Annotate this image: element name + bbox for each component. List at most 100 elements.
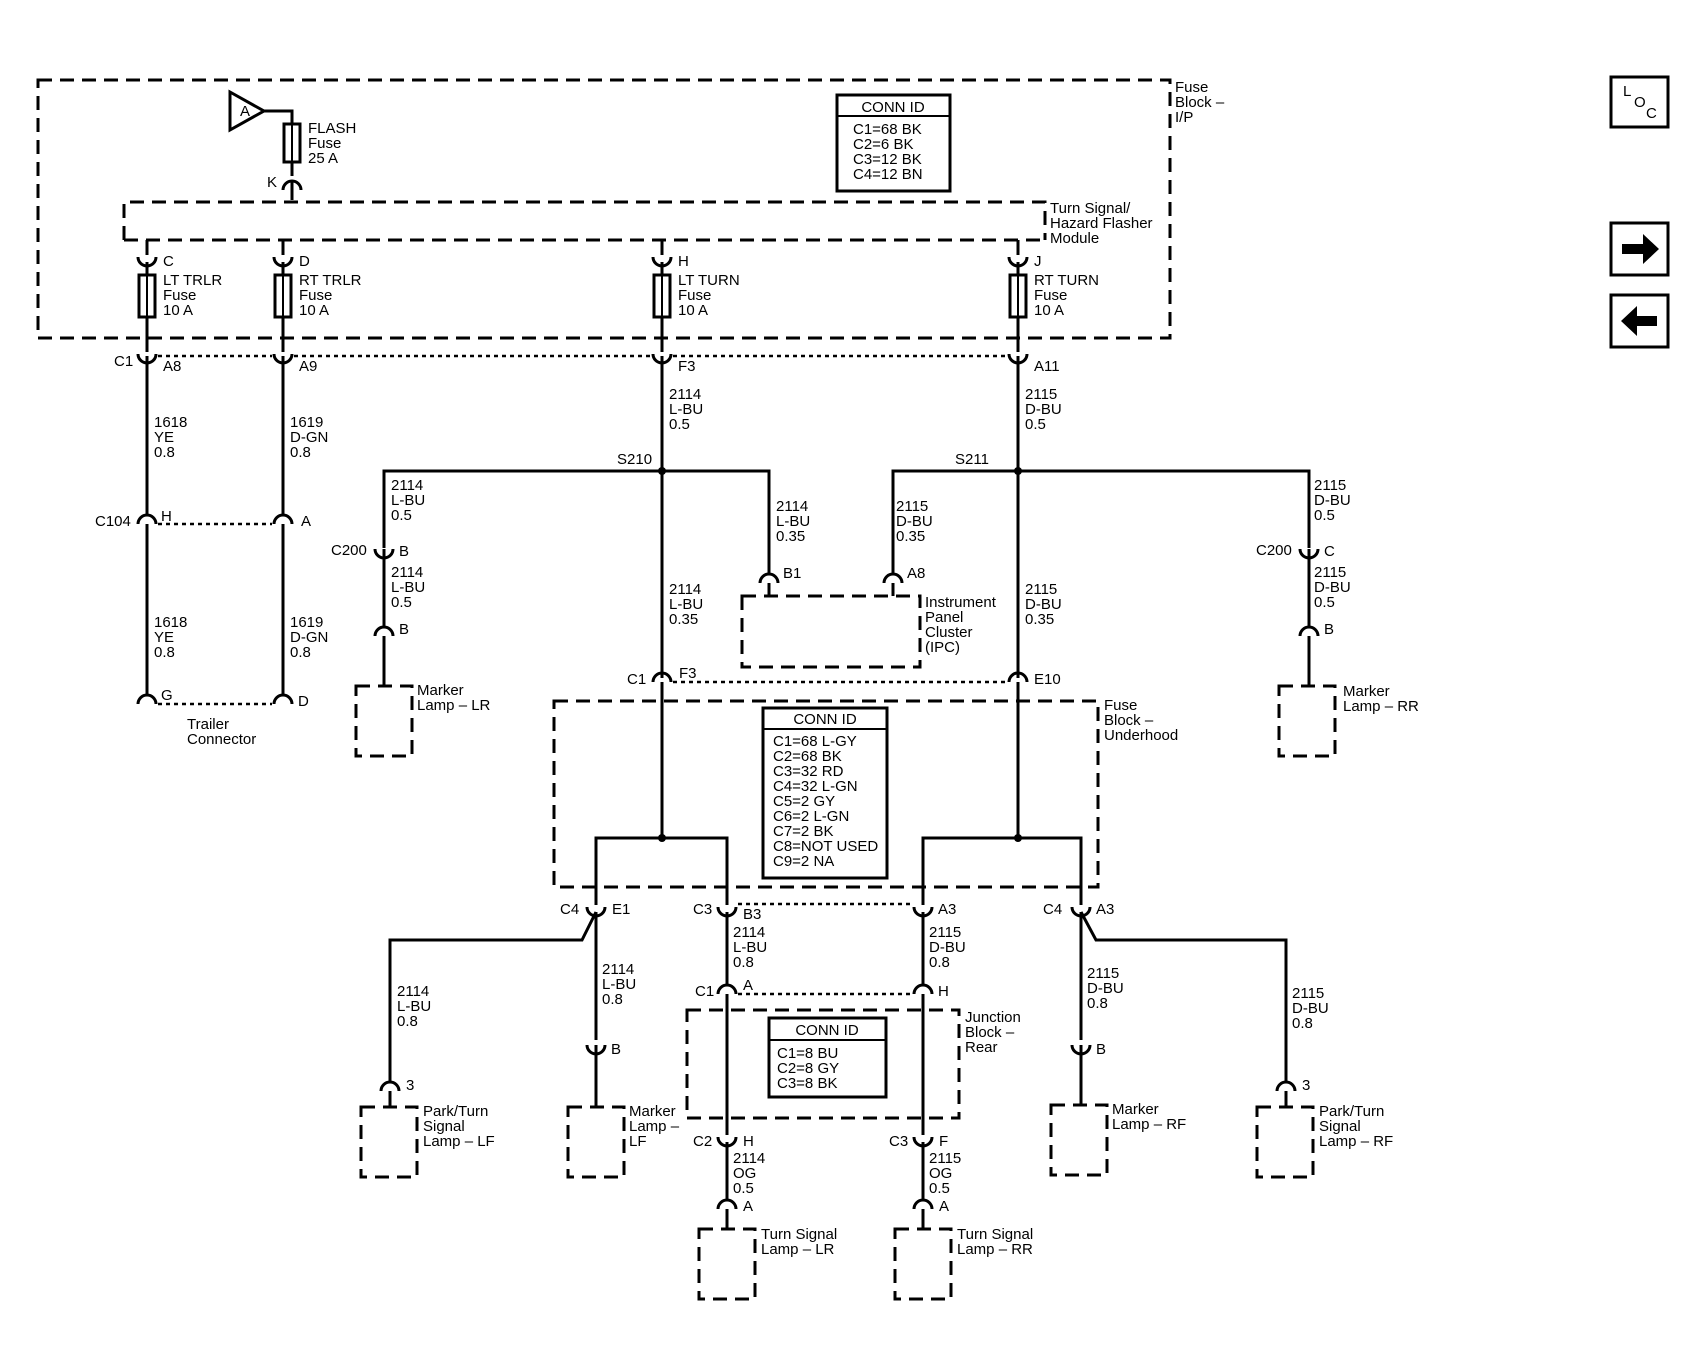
svg-text:0.8: 0.8 (154, 644, 175, 661)
svg-text:D-BU: D-BU (1025, 401, 1062, 418)
svg-text:2115: 2115 (1314, 477, 1346, 494)
svg-text:Signal: Signal (1319, 1118, 1361, 1135)
svg-text:C6=2 L-GN: C6=2 L-GN (773, 808, 849, 825)
svg-text:A9: A9 (299, 358, 317, 375)
svg-text:0.5: 0.5 (1314, 507, 1335, 524)
fuse-rt-trlr: D RT TRLR Fuse 10 A (272, 240, 362, 319)
svg-text:Marker: Marker (1112, 1101, 1159, 1118)
svg-text:C4=12 BN: C4=12 BN (853, 166, 923, 183)
svg-text:CONN ID: CONN ID (793, 711, 857, 728)
svg-text:Turn Signal: Turn Signal (761, 1226, 837, 1243)
svg-text:(IPC): (IPC) (925, 639, 960, 656)
svg-text:2114: 2114 (669, 581, 701, 598)
rear-turn-lamps: 2114 OG 0.5 2115 OG 0.5 A A Turn Signal … (697, 1142, 1033, 1301)
svg-text:2115: 2115 (896, 498, 928, 515)
svg-text:A: A (939, 1198, 949, 1215)
svg-text:YE: YE (154, 629, 174, 646)
svg-text:10 A: 10 A (299, 302, 329, 319)
svg-text:FLASH: FLASH (308, 120, 356, 137)
fuse-lt-turn: H LT TURN Fuse 10 A (651, 240, 740, 319)
svg-text:0.8: 0.8 (154, 444, 175, 461)
circuit-2115-upper: 2115 D-BU 0.5 S211 2115 D-BU 0.35 2115 D… (891, 356, 1351, 678)
svg-text:1619: 1619 (290, 414, 323, 431)
svg-text:C: C (1646, 105, 1657, 122)
svg-text:Fuse: Fuse (1104, 697, 1137, 714)
svg-text:L-BU: L-BU (602, 976, 636, 993)
svg-text:B: B (399, 621, 409, 638)
svg-text:L-BU: L-BU (776, 513, 810, 530)
svg-text:O: O (1634, 94, 1646, 111)
svg-text:C4: C4 (1043, 901, 1062, 918)
conn-id-table-ip: CONN ID C1=68 BK C2=6 BK C3=12 BK C4=12 … (835, 93, 952, 193)
svg-text:3: 3 (1302, 1077, 1310, 1094)
svg-text:J: J (1034, 253, 1042, 270)
svg-text:A8: A8 (907, 565, 925, 582)
svg-text:C2=68 BK: C2=68 BK (773, 748, 842, 765)
loc-button[interactable]: L O C (1609, 75, 1670, 129)
svg-text:LT TRLR: LT TRLR (163, 272, 222, 289)
svg-text:D: D (298, 693, 309, 710)
svg-text:C3=32 RD: C3=32 RD (773, 763, 844, 780)
svg-text:CONN ID: CONN ID (795, 1022, 859, 1039)
next-page-button[interactable] (1609, 221, 1670, 277)
svg-text:2115: 2115 (1292, 985, 1324, 1002)
svg-text:D-GN: D-GN (290, 629, 328, 646)
svg-text:Lamp – RR: Lamp – RR (1343, 698, 1419, 715)
svg-text:1619: 1619 (290, 614, 323, 631)
svg-text:Rear: Rear (965, 1039, 998, 1056)
connector-c1-ip: C1 A8 A9 F3 A11 (114, 317, 1060, 375)
svg-text:C8=NOT USED: C8=NOT USED (773, 838, 878, 855)
svg-text:Fuse: Fuse (308, 135, 341, 152)
svg-text:0.8: 0.8 (733, 954, 754, 971)
svg-text:D-BU: D-BU (929, 939, 966, 956)
svg-text:B1: B1 (783, 565, 801, 582)
svg-text:Marker: Marker (417, 682, 464, 699)
svg-text:0.5: 0.5 (929, 1180, 950, 1197)
trailer-circuits: 1618 YE 0.8 1619 D-GN 0.8 C104 H A 1618 … (95, 356, 328, 748)
marker-lamp-lf (566, 1105, 626, 1179)
underhood-output-connectors: C4 E1 C3 B3 A3 C4 A3 (560, 887, 1114, 923)
svg-text:0.35: 0.35 (896, 528, 925, 545)
svg-text:Park/Turn: Park/Turn (1319, 1103, 1384, 1120)
svg-text:C200: C200 (331, 542, 367, 559)
svg-text:D-BU: D-BU (1025, 596, 1062, 613)
left-arrow-icon (1621, 306, 1657, 336)
svg-text:A: A (743, 977, 753, 994)
svg-text:F3: F3 (678, 358, 696, 375)
fuse-rt-turn: J RT TURN Fuse 10 A (1007, 240, 1099, 319)
svg-text:F3: F3 (679, 665, 697, 682)
svg-text:Trailer: Trailer (187, 716, 229, 733)
svg-text:0.8: 0.8 (1087, 995, 1108, 1012)
svg-text:A: A (240, 103, 250, 120)
svg-text:0.5: 0.5 (391, 594, 412, 611)
svg-text:C5=2 GY: C5=2 GY (773, 793, 835, 810)
svg-text:1618: 1618 (154, 614, 187, 631)
connector-c1-underhood: C1 F3 E10 (627, 665, 1061, 688)
svg-text:25 A: 25 A (308, 150, 338, 167)
right-arrow-icon (1622, 234, 1659, 264)
conn-id-table-underhood: CONN ID C1=68 L-GY C2=68 BK C3=32 RD C4=… (761, 706, 889, 880)
svg-text:A: A (743, 1198, 753, 1215)
svg-text:G: G (161, 687, 173, 704)
svg-text:0.35: 0.35 (776, 528, 805, 545)
park-turn-lamp-lf (359, 1105, 419, 1179)
svg-text:Cluster: Cluster (925, 624, 973, 641)
svg-text:S210: S210 (617, 451, 652, 468)
svg-text:C3: C3 (889, 1133, 908, 1150)
svg-text:L-BU: L-BU (669, 596, 703, 613)
svg-text:Lamp – LF: Lamp – LF (423, 1133, 495, 1150)
marker-lamp-lr-circuit: C200 B 2114 L-BU 0.5 B Marker Lamp – LR (331, 542, 491, 758)
flasher-module-title: Turn Signal/ Hazard Flasher Module (1050, 200, 1157, 247)
turn-signal-lamp-lr (697, 1227, 757, 1301)
battery-reference-triangle (228, 89, 268, 133)
svg-text:C1=8 BU: C1=8 BU (777, 1045, 838, 1062)
svg-text:S211: S211 (955, 451, 989, 468)
svg-text:C9=2 NA: C9=2 NA (773, 853, 834, 870)
svg-text:0.35: 0.35 (1025, 611, 1054, 628)
previous-page-button[interactable] (1609, 293, 1670, 349)
svg-text:2115: 2115 (1025, 581, 1057, 598)
marker-lamp-rr-circuit: C200 C 2115 D-BU 0.5 B Marker Lamp – RR (1256, 542, 1419, 758)
svg-text:D-BU: D-BU (896, 513, 933, 530)
svg-text:Signal: Signal (423, 1118, 465, 1135)
svg-text:C3: C3 (693, 901, 712, 918)
